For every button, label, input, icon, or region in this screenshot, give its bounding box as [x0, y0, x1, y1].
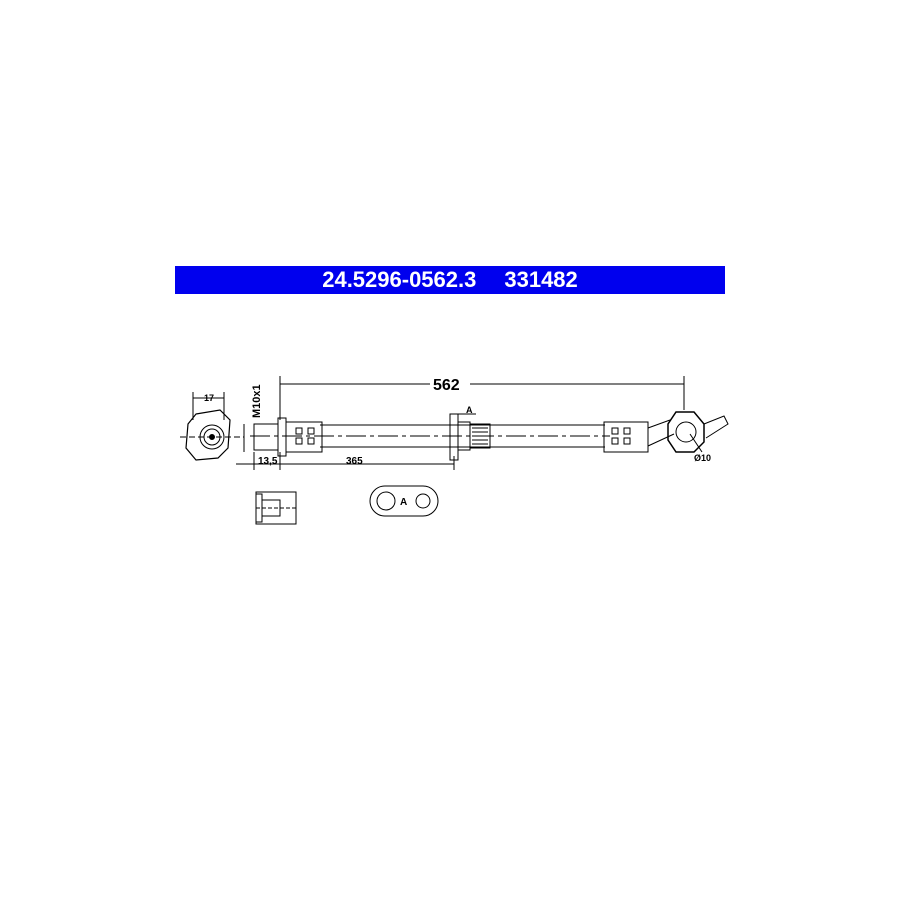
dim-thread: M10x1 [251, 384, 263, 418]
part-number: 24.5296-0562.3 [322, 267, 477, 292]
end-view-fitting [180, 392, 244, 461]
ref-number: 331482 [504, 267, 578, 292]
section-detail [255, 491, 298, 525]
dim-365: 365 [346, 456, 363, 467]
title-bar: 24.5296-0562.3 331482 [175, 266, 725, 294]
section-label: A [466, 405, 473, 415]
dim-diameter: Ø10 [694, 453, 711, 463]
dim-13-5: 13,5 [258, 456, 278, 467]
dim-562: 562 [433, 377, 460, 394]
detail-label: A [400, 497, 407, 508]
dim-17: 17 [204, 393, 214, 403]
detail-a [369, 485, 439, 517]
